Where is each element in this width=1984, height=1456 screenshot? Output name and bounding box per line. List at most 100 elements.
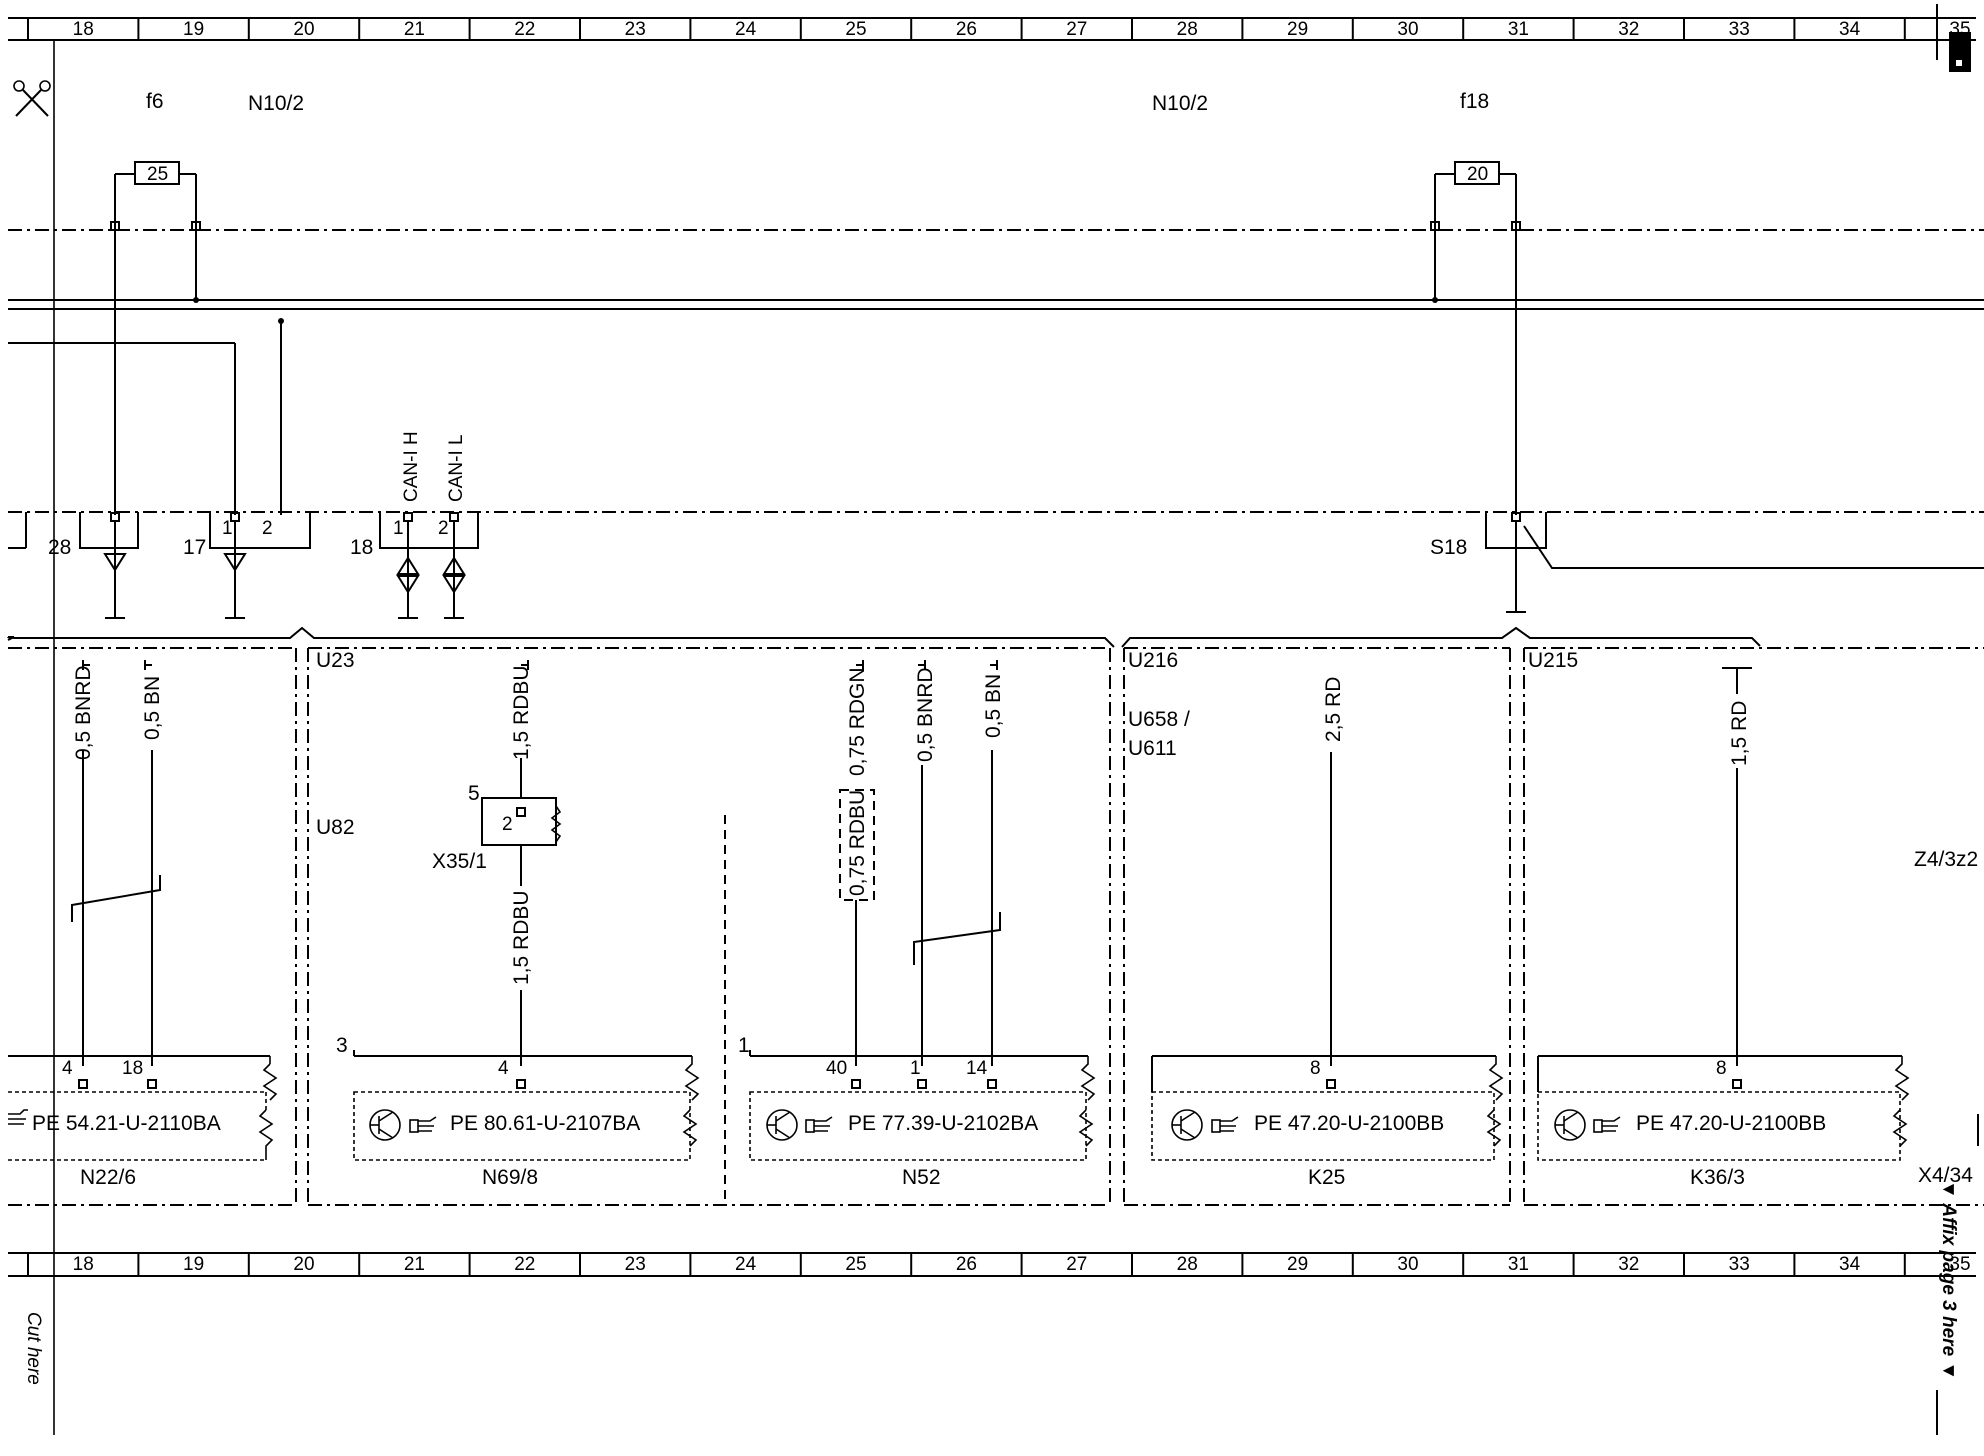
bottom-ruler-column-number: 19 bbox=[183, 1254, 204, 1275]
bottom-ruler-column-number: 23 bbox=[625, 1254, 646, 1275]
svg-text:17: 17 bbox=[183, 536, 206, 559]
connector-18: 18 CAN-I H CAN-I L 1 2 bbox=[350, 431, 479, 619]
top-ruler-column-number: 22 bbox=[514, 19, 535, 40]
top-ruler-column-number: 26 bbox=[956, 19, 977, 40]
svg-text:K36/3: K36/3 bbox=[1690, 1166, 1745, 1189]
fuse-f18-value: 20 bbox=[1467, 164, 1488, 185]
module-u82-area bbox=[8, 647, 297, 1206]
svg-text:2: 2 bbox=[262, 518, 273, 539]
top-ruler-column-number: 24 bbox=[735, 19, 757, 40]
svg-text:4: 4 bbox=[62, 1058, 73, 1079]
svg-text:PE 54.21-U-2110BA: PE 54.21-U-2110BA bbox=[32, 1112, 221, 1135]
bottom-ruler-column-number: 24 bbox=[735, 1254, 757, 1275]
svg-text:1,5 RDBU: 1,5 RDBU bbox=[510, 665, 533, 760]
bottom-ruler-column-number: 28 bbox=[1177, 1254, 1198, 1275]
svg-text:PE 47.20-U-2100BB: PE 47.20-U-2100BB bbox=[1254, 1112, 1444, 1135]
pointing-hand-icon bbox=[8, 1109, 28, 1125]
svg-text:1: 1 bbox=[393, 518, 404, 539]
scissors-icon bbox=[13, 80, 51, 117]
svg-text:3: 3 bbox=[336, 1034, 348, 1057]
svg-text:4: 4 bbox=[498, 1058, 509, 1079]
bottom-ruler-column-number: 25 bbox=[845, 1254, 866, 1275]
connector-x35-1: 2 5 X35/1 bbox=[432, 782, 562, 873]
svg-text:18: 18 bbox=[122, 1058, 143, 1079]
svg-text:0,5 BN: 0,5 BN bbox=[982, 674, 1005, 738]
can-h-label: CAN-I H bbox=[401, 431, 422, 502]
svg-text:1: 1 bbox=[222, 518, 233, 539]
fuse-f6-label: f6 bbox=[146, 90, 164, 113]
bottom-ruler-column-number: 32 bbox=[1618, 1254, 1639, 1275]
wire-1-5-rd: 1,5 RD bbox=[1722, 667, 1752, 1066]
module-u23-area: U23 U82 bbox=[307, 647, 1111, 1206]
svg-text:N52: N52 bbox=[902, 1166, 941, 1189]
page-marker bbox=[1949, 32, 1971, 72]
svg-text:K25: K25 bbox=[1308, 1166, 1345, 1189]
bottom-ruler-column-number: 27 bbox=[1066, 1254, 1087, 1275]
svg-text:8: 8 bbox=[1716, 1058, 1727, 1079]
n10-2-label-right: N10/2 bbox=[1152, 92, 1208, 115]
can-l-label: CAN-I L bbox=[446, 434, 467, 502]
wire-2-5-rd: 2,5 RD bbox=[1322, 677, 1345, 1066]
top-ruler-column-number: 28 bbox=[1177, 19, 1198, 40]
top-ruler-column-number: 32 bbox=[1618, 19, 1639, 40]
component-n52: 1 40 1 14 PE 77.39-U-2102BA N52 bbox=[738, 1034, 1096, 1189]
bottom-ruler-column-number: 30 bbox=[1397, 1254, 1418, 1275]
svg-text:PE 77.39-U-2102BA: PE 77.39-U-2102BA bbox=[848, 1112, 1038, 1135]
svg-text:40: 40 bbox=[826, 1058, 847, 1079]
top-ruler-column-number: 21 bbox=[404, 19, 425, 40]
u82-label: U82 bbox=[316, 816, 355, 839]
pointing-hand-icon bbox=[1593, 1116, 1621, 1133]
top-ruler-column-number: 20 bbox=[293, 19, 314, 40]
bottom-ruler-column-number: 31 bbox=[1508, 1254, 1529, 1275]
n10-2-label-left: N10/2 bbox=[248, 92, 304, 115]
brace-left bbox=[7, 626, 1115, 648]
svg-text:1,5 RD: 1,5 RD bbox=[1728, 701, 1751, 766]
top-ruler-column-number: 19 bbox=[183, 19, 204, 40]
u611-label: U611 bbox=[1128, 737, 1177, 760]
svg-text:0,75 RDBU: 0,75 RDBU bbox=[846, 790, 869, 896]
svg-text:18: 18 bbox=[350, 536, 373, 559]
top-ruler-column-number: 18 bbox=[73, 19, 94, 40]
transistor-icon bbox=[1554, 1109, 1586, 1141]
connector-28: 28 bbox=[8, 512, 139, 619]
top-ruler-column-number: 34 bbox=[1839, 19, 1861, 40]
svg-text:0,5 BNRD: 0,5 BNRD bbox=[914, 667, 937, 762]
svg-text:2: 2 bbox=[502, 814, 513, 835]
svg-text:1,5 RDBU: 1,5 RDBU bbox=[510, 890, 533, 985]
bottom-ruler-column-number: 21 bbox=[404, 1254, 425, 1275]
svg-text:2,5 RD: 2,5 RD bbox=[1322, 677, 1345, 742]
u658-label: U658 / bbox=[1128, 708, 1190, 731]
top-ruler-column-number: 23 bbox=[625, 19, 646, 40]
svg-text:S18: S18 bbox=[1430, 536, 1467, 559]
svg-text:X35/1: X35/1 bbox=[432, 850, 487, 873]
top-ruler-column-number: 31 bbox=[1508, 19, 1529, 40]
component-k25: 8 PE 47.20-U-2100BB K25 bbox=[1151, 1055, 1504, 1189]
module-u215-area: U215 bbox=[1523, 647, 1984, 1206]
connector-s18: S18 bbox=[1430, 512, 1984, 613]
bottom-ruler-column-number: 18 bbox=[73, 1254, 94, 1275]
transistor-icon bbox=[369, 1109, 401, 1141]
top-ruler-column-number: 25 bbox=[845, 19, 866, 40]
connector-17: 17 1 2 bbox=[183, 512, 311, 619]
wire-1-5-rdbu: 1,5 RDBU 1,5 RDBU bbox=[510, 660, 533, 1066]
pointing-hand-icon bbox=[805, 1116, 833, 1133]
x4-34-label: X4/34 bbox=[1918, 1164, 1973, 1187]
component-n22-6: 4 18 PE 54.21-U-2110BA N22/6 bbox=[8, 1055, 278, 1189]
wire-0-75-rdgn: 0,75 RDGN 0,75 RDBU bbox=[839, 660, 875, 1066]
wire-0-5-bn-mid: 0,5 BN bbox=[982, 660, 1005, 1066]
wire-twist-left bbox=[71, 875, 161, 922]
svg-text:PE 47.20-U-2100BB: PE 47.20-U-2100BB bbox=[1636, 1112, 1826, 1135]
svg-text:5: 5 bbox=[468, 782, 480, 805]
svg-text:8: 8 bbox=[1310, 1058, 1321, 1079]
bottom-ruler-column-number: 29 bbox=[1287, 1254, 1308, 1275]
cut-here-label: Cut here bbox=[23, 1312, 44, 1385]
fuse-f18: 20 bbox=[1434, 161, 1517, 222]
top-ruler-column-number: 29 bbox=[1287, 19, 1308, 40]
pointing-hand-icon bbox=[409, 1116, 437, 1133]
bottom-ruler-column-number: 35 bbox=[1949, 1254, 1970, 1275]
svg-text:2: 2 bbox=[438, 518, 449, 539]
svg-text:0,5 BNRD: 0,5 BNRD bbox=[72, 665, 95, 760]
